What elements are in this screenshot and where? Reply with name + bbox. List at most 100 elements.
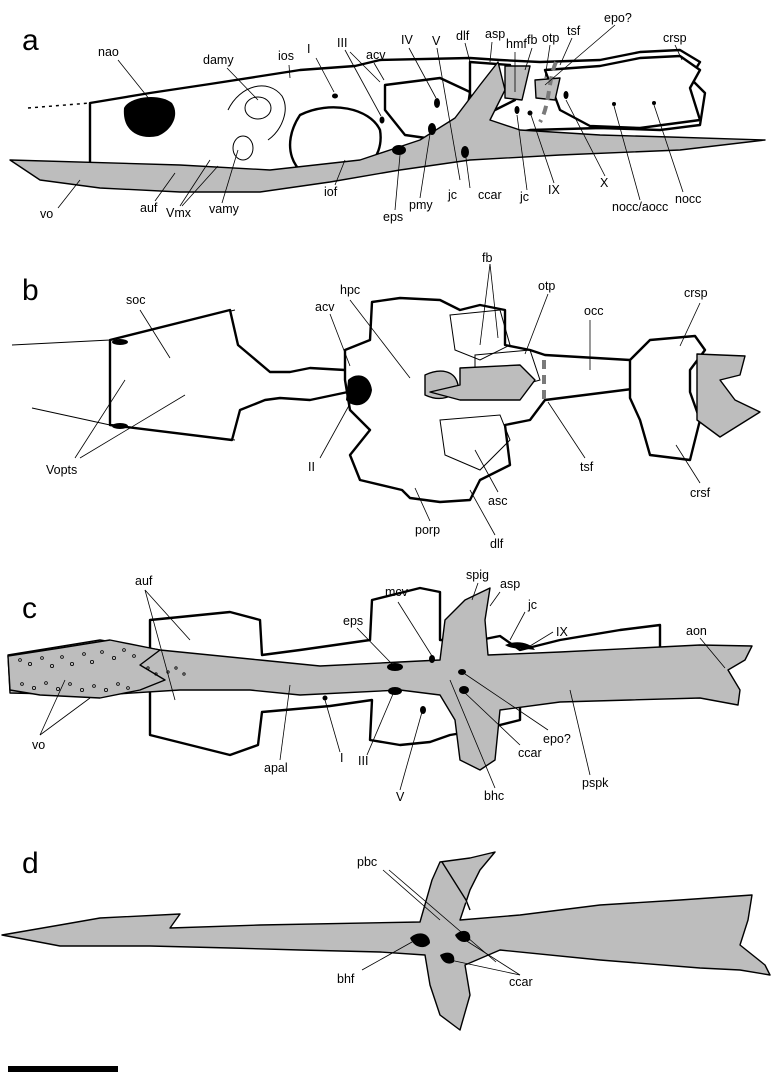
label-bhf: bhf	[337, 972, 355, 986]
label-nocc-aocc: nocc/aocc	[612, 200, 668, 214]
label-IV: IV	[401, 33, 413, 47]
fb-bone-dorsal	[449, 309, 511, 361]
foramen-ccar-ventral-lower	[459, 686, 469, 694]
label-IX-c: IX	[556, 625, 568, 639]
foramen-X-lateral	[563, 91, 569, 99]
soc-mark-lower	[112, 423, 128, 429]
foramen-III-lateral	[379, 116, 385, 124]
panel-b-letter: b	[22, 274, 39, 307]
label-epo: epo?	[604, 11, 632, 25]
foramen-eps-ventral	[387, 663, 403, 671]
label-crsp-b: crsp	[684, 286, 708, 300]
parasphenoid-mid-dorsal	[429, 364, 536, 401]
label-otp: otp	[542, 31, 559, 45]
label-damy: damy	[203, 53, 234, 67]
vomer-toothplate	[7, 639, 166, 699]
label-hmf: hmf	[506, 37, 527, 51]
foramen-nocc	[652, 101, 656, 105]
label-jc-1: jc	[447, 188, 457, 202]
panel-d-letter: d	[22, 847, 39, 880]
label-asp-c: asp	[500, 577, 520, 591]
label-acv-b: acv	[315, 300, 335, 314]
label-III: III	[337, 36, 347, 50]
foramen-bhf	[410, 933, 430, 948]
panel-b-leaders	[74, 263, 701, 536]
foramen-IV-lateral	[434, 98, 440, 108]
otic-occipital-block	[543, 54, 702, 130]
foramen-nocc-aocc	[612, 102, 616, 106]
foramen-III-ventral	[388, 687, 402, 695]
label-V: V	[432, 34, 441, 48]
panel-c: c	[7, 568, 753, 804]
label-hpc: hpc	[340, 283, 360, 297]
foramen-mcv-ventral	[429, 655, 435, 663]
label-aon: aon	[686, 624, 707, 638]
label-epo-c: epo?	[543, 732, 571, 746]
foramen-V-ventral	[420, 706, 426, 714]
panel-a: a	[9, 11, 766, 224]
asc-bone-dorsal	[439, 414, 511, 471]
label-vo-c: vo	[32, 738, 45, 752]
label-fb: fb	[527, 33, 537, 47]
label-III-c: III	[358, 754, 368, 768]
panel-d-leaders	[361, 869, 521, 976]
panel-d: d pbc bhf ccar	[1, 847, 771, 1031]
panel-c-letter: c	[22, 592, 37, 625]
scale-bar	[8, 1066, 118, 1072]
label-auf-c: auf	[135, 574, 153, 588]
label-fb-b: fb	[482, 251, 492, 265]
label-asp: asp	[485, 27, 505, 41]
label-jc-2: jc	[519, 190, 529, 204]
label-pbc: pbc	[357, 855, 377, 869]
label-I: I	[307, 42, 310, 56]
label-Vopts: Vopts	[46, 463, 77, 477]
foramen-II-dorsal	[346, 375, 372, 406]
panel-c-leaders	[39, 582, 726, 791]
label-ccar-c: ccar	[518, 746, 542, 760]
label-pspk: pspk	[582, 776, 609, 790]
label-II: II	[308, 460, 315, 474]
asp-lateral	[504, 65, 531, 101]
label-eps: eps	[383, 210, 403, 224]
label-porp: porp	[415, 523, 440, 537]
label-bhc: bhc	[484, 789, 504, 803]
label-otp-b: otp	[538, 279, 555, 293]
label-ccar-d: ccar	[509, 975, 533, 989]
label-tsf: tsf	[567, 24, 581, 38]
label-dlf: dlf	[456, 29, 470, 43]
foramen-ccar-d-upper	[455, 930, 471, 943]
parasphenoid-posterior-dorsal	[696, 353, 761, 438]
epo-suture-lateral	[538, 61, 558, 124]
parasphenoid-isolated	[1, 851, 771, 1031]
label-apal: apal	[264, 761, 288, 775]
damy	[244, 96, 272, 120]
crista-dorsal	[628, 334, 707, 462]
parasphenoid-lateral	[9, 61, 766, 193]
label-eps-c: eps	[343, 614, 363, 628]
label-jc-c: jc	[527, 598, 537, 612]
foramen-ccar-lateral	[461, 146, 469, 158]
label-occ: occ	[584, 304, 603, 318]
label-spig: spig	[466, 568, 489, 582]
label-X: X	[600, 176, 609, 190]
label-acv: acv	[366, 48, 386, 62]
label-ccar: ccar	[478, 188, 502, 202]
label-pmy: pmy	[409, 198, 433, 212]
label-Vmx: Vmx	[166, 206, 192, 220]
label-soc: soc	[126, 293, 145, 307]
label-crsf: crsf	[690, 486, 711, 500]
panel-a-letter: a	[22, 24, 39, 57]
rostrum-dashed	[27, 102, 91, 109]
foramen-ccar-d-lower	[440, 952, 455, 964]
label-crsp: crsp	[663, 31, 687, 45]
ethmoid-dorsal	[108, 308, 350, 442]
label-auf: auf	[140, 201, 158, 215]
soc-mark-upper	[112, 339, 128, 345]
nasal-opening	[123, 96, 176, 137]
label-ios: ios	[278, 49, 294, 63]
foramen-I-lateral	[332, 93, 338, 99]
label-IX: IX	[548, 183, 560, 197]
panel-a-leaders	[57, 24, 684, 211]
label-nocc: nocc	[675, 192, 701, 206]
label-nao: nao	[98, 45, 119, 59]
